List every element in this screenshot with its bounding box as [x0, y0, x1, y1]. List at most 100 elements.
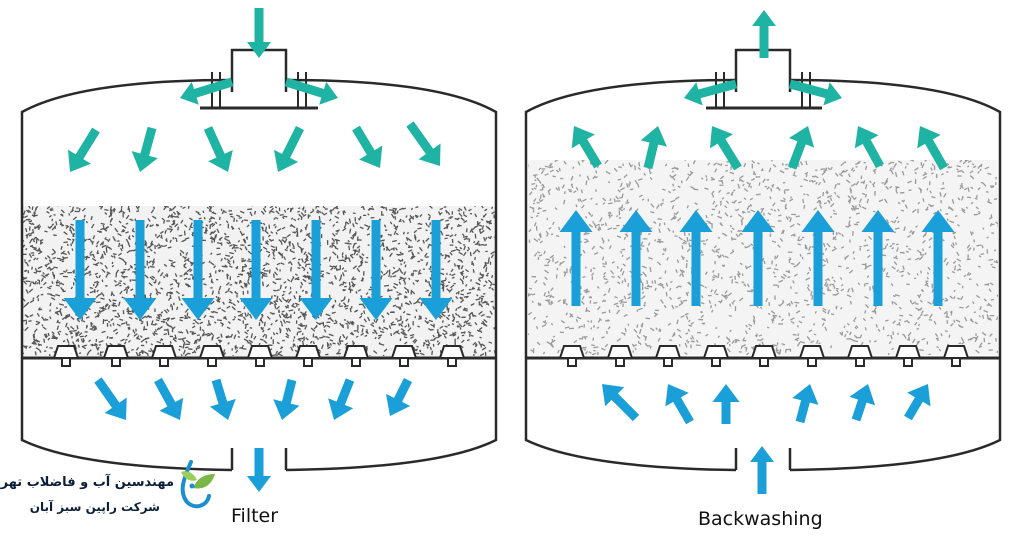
backwashing-caption: Backwashing [698, 508, 823, 530]
media-granule [705, 238, 709, 242]
media-granule [305, 224, 308, 229]
media-granule [404, 341, 408, 345]
media-granule [290, 277, 294, 283]
media-granule [168, 297, 171, 301]
media-granule [719, 222, 724, 227]
media-granule [679, 285, 682, 288]
media-granule [837, 232, 842, 235]
media-granule [158, 325, 163, 330]
media-granule [903, 226, 906, 232]
media-granule [38, 250, 43, 255]
media-granule [592, 220, 596, 226]
media-granule [352, 340, 355, 345]
media-granule [131, 348, 134, 351]
media-granule [761, 341, 764, 346]
media-granule [297, 245, 303, 250]
media-granule [239, 247, 243, 251]
media-granule [391, 209, 395, 212]
media-granule [946, 162, 950, 166]
media-granule [290, 250, 295, 254]
media-granule [738, 175, 744, 180]
media-granule [617, 189, 621, 193]
media-granule [262, 207, 267, 213]
media-granule [745, 324, 748, 328]
media-granule [601, 311, 607, 314]
backwash-inlet-pipe [734, 448, 792, 470]
media-granule [202, 333, 208, 336]
media-granule [662, 248, 665, 251]
media-granule [787, 276, 791, 279]
media-granule [66, 338, 70, 344]
media-granule [885, 272, 889, 276]
media-granule [790, 320, 795, 325]
media-granule [684, 342, 688, 348]
media-granule [32, 282, 36, 285]
media-granule [95, 244, 99, 248]
media-granule [919, 313, 923, 317]
media-granule [712, 200, 716, 205]
media-granule [425, 256, 429, 258]
media-granule [387, 233, 391, 236]
media-granule [194, 320, 200, 325]
media-granule [341, 259, 347, 263]
media-granule [231, 306, 236, 311]
media-granule [332, 244, 337, 248]
media-granule [822, 252, 825, 256]
media-granule [489, 235, 493, 240]
media-granule [611, 275, 615, 278]
media-granule [450, 226, 453, 230]
media-granule [203, 283, 207, 286]
media-granule [825, 283, 829, 288]
media-granule [864, 184, 868, 190]
media-granule [976, 244, 982, 247]
media-granule [749, 197, 754, 201]
media-granule [651, 280, 654, 284]
media-granule [983, 309, 989, 313]
media-granule [123, 341, 127, 345]
media-granule [331, 243, 334, 248]
media-granule [533, 222, 537, 227]
media-granule [633, 328, 638, 334]
media-granule [111, 264, 115, 268]
media-granule [480, 322, 485, 325]
media-granule [105, 238, 109, 241]
media-granule [770, 188, 773, 192]
media-granule [57, 331, 61, 336]
media-granule [60, 286, 65, 292]
media-granule [953, 235, 956, 240]
media-granule [677, 296, 681, 300]
media-granule [184, 224, 188, 228]
media-granule [402, 277, 407, 282]
media-granule [28, 345, 32, 349]
media-granule [725, 200, 730, 205]
media-granule [333, 265, 336, 268]
media-granule [428, 319, 433, 323]
media-granule [424, 252, 428, 257]
media-granule [285, 312, 289, 316]
media-granule [908, 248, 912, 251]
media-granule [596, 306, 601, 311]
media-granule [555, 274, 558, 279]
media-granule [208, 220, 212, 223]
media-granule [105, 226, 110, 229]
media-granule [808, 329, 813, 333]
media-granule [297, 217, 300, 221]
media-granule [281, 310, 285, 313]
media-granule [671, 304, 675, 310]
media-granule [353, 242, 357, 245]
media-granule [245, 335, 249, 339]
media-granule [898, 306, 902, 310]
media-granule [480, 218, 484, 221]
media-granule [654, 239, 657, 242]
media-granule [210, 310, 214, 314]
media-granule [399, 251, 404, 256]
media-granule [710, 289, 713, 293]
media-granule [262, 329, 265, 333]
media-granule [535, 326, 539, 330]
media-granule [163, 206, 167, 211]
media-granule [608, 309, 611, 314]
media-granule [848, 269, 854, 274]
media-granule [28, 220, 31, 223]
media-granule [789, 223, 795, 228]
media-granule [731, 249, 735, 253]
